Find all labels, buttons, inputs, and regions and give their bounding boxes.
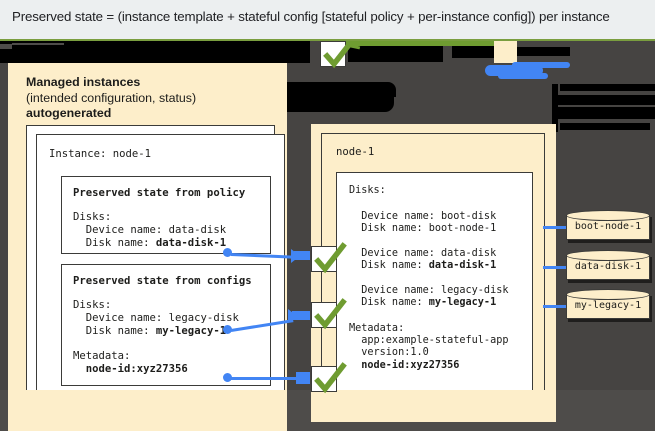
connector-3-stub [296,372,310,384]
check-badge-legacy-disk[interactable] [311,298,347,330]
entry-2-disk-row: Disk name: my-legacy-1 [349,297,496,310]
entry-2-disk-prefix: Disk name: [349,297,429,308]
preserved-state-configs-box[interactable]: Preserved state from configs Disks: Devi… [61,264,271,386]
actual-instance-panel: node-1 Disks: Device name: boot-disk Dis… [311,124,556,431]
title-line-3: autogenerated [26,106,112,120]
redacted-bar-top-mid-3 [512,47,570,56]
redacted-mark-b [12,43,64,45]
policy-heading: Preserved state from policy [73,187,246,199]
node-card[interactable]: node-1 Disks: Device name: boot-disk Dis… [321,133,545,419]
configs-disks-label: Disks: [73,299,112,311]
instance-label: Instance: node-1 [49,148,152,160]
node-metadata-line-1: version:1.0 [349,347,429,358]
policy-disk-name-value: data-disk-1 [155,237,227,249]
blue-annotation-1 [485,65,543,76]
connector-2-stub [292,311,310,320]
policy-device-name: Device name: data-disk [73,224,227,236]
node-details-box[interactable]: Disks: Device name: boot-disk Disk name:… [336,172,533,394]
disk-cylinder-boot-node-1[interactable]: boot-node-1 [566,210,652,244]
redacted-label-2 [556,95,655,105]
configs-metadata-value: node-id:xyz27356 [73,363,188,375]
disk-label: my-legacy-1 [574,300,642,311]
disk-cylinder-data-disk-1[interactable]: data-disk-1 [566,250,652,284]
connector-2-dot [223,325,232,334]
redacted-bar-top-mid [348,41,443,62]
disk-top [566,210,650,221]
configs-disk-name-prefix: Disk name: [73,325,156,337]
preserved-state-policy-box[interactable]: Preserved state from policy Disks: Devic… [61,176,271,254]
configs-disk-name-value: my-legacy-1 [155,325,227,337]
configs-device-name: Device name: legacy-disk [73,312,239,324]
entry-1-device: Device name: data-disk [349,248,497,259]
entry-1-disk-prefix: Disk name: [349,260,429,271]
configs-disk-name-row: Disk name: my-legacy-1 [73,325,226,338]
managed-instances-title: Managed instances (intended configuratio… [26,75,276,122]
entry-1-disk-row: Disk name: data-disk-1 [349,260,496,273]
configs-metadata-label: Metadata: [73,350,131,362]
entry-0-device: Device name: boot-disk [349,211,497,222]
check-badge-node-id[interactable] [311,362,347,394]
managed-instances-panel: Managed instances (intended configuratio… [8,63,287,431]
title-line-2: (intended configuration, status) [26,90,197,105]
cream-tab-top [494,41,517,63]
check-badge-data-disk[interactable] [311,242,347,274]
check-mark-icon [314,362,347,394]
connector-1-stub [294,251,310,260]
node-metadata-label: Metadata: [349,323,405,334]
disk-connector-1 [543,266,575,269]
title-line-1: Managed instances [26,75,141,89]
disk-connector-0 [543,226,575,229]
check-mark-icon [314,242,347,274]
disk-connector-2 [543,305,575,308]
node-metadata-line-0: app:example-stateful-app [349,335,509,346]
green-highlight-stroke [333,41,495,46]
right-panel-foot [311,390,556,422]
diagram-canvas: Managed instances (intended configuratio… [0,41,655,431]
entry-2-device: Device name: legacy-disk [349,285,509,296]
disk-top [566,250,650,261]
caption-text: Preserved state = (instance template + s… [12,9,610,24]
entry-0-disk-row: Disk name: boot-node-1 [349,223,496,236]
check-mark-icon [314,298,347,330]
node-metadata-node-id: node-id:xyz27356 [349,360,460,371]
blue-annotation-2 [512,62,570,68]
configs-heading: Preserved state from configs [73,275,252,287]
blue-annotation-3 [498,73,548,79]
caption-bar: Preserved state = (instance template + s… [0,0,655,41]
redacted-label-1 [560,84,655,91]
disk-label: boot-node-1 [574,221,642,232]
redacted-label-rail [552,84,558,132]
entry-0-disk-value: boot-node-1 [428,223,497,234]
entry-2-disk-value: my-legacy-1 [428,297,497,308]
policy-disk-name-prefix: Disk name: [73,237,156,249]
connector-3-dot [223,373,232,382]
redacted-bar-top-left [0,41,200,63]
redacted-label-3 [556,107,655,119]
redacted-bar-top-left-2 [200,41,310,63]
policy-disks-label: Disks: [73,211,112,223]
policy-disk-name-row: Disk name: data-disk-1 [73,237,226,250]
check-badge-top[interactable] [320,41,356,69]
disk-label: data-disk-1 [574,261,642,272]
redacted-mark-a [0,44,12,49]
entry-0-disk-prefix: Disk name: [349,223,429,234]
disk-cylinder-my-legacy-1[interactable]: my-legacy-1 [566,289,652,323]
check-mark-icon [323,41,356,69]
disk-top [566,289,650,300]
redacted-label-4 [560,123,650,130]
instance-card-front[interactable]: Instance: node-1 Preserved state from po… [36,134,285,424]
node-disks-label: Disks: [349,185,386,196]
left-panel-foot [8,390,287,431]
connector-1-dot [223,248,232,257]
node-label: node-1 [336,146,375,158]
connector-3-line [231,377,297,380]
entry-1-disk-value: data-disk-1 [428,260,497,271]
